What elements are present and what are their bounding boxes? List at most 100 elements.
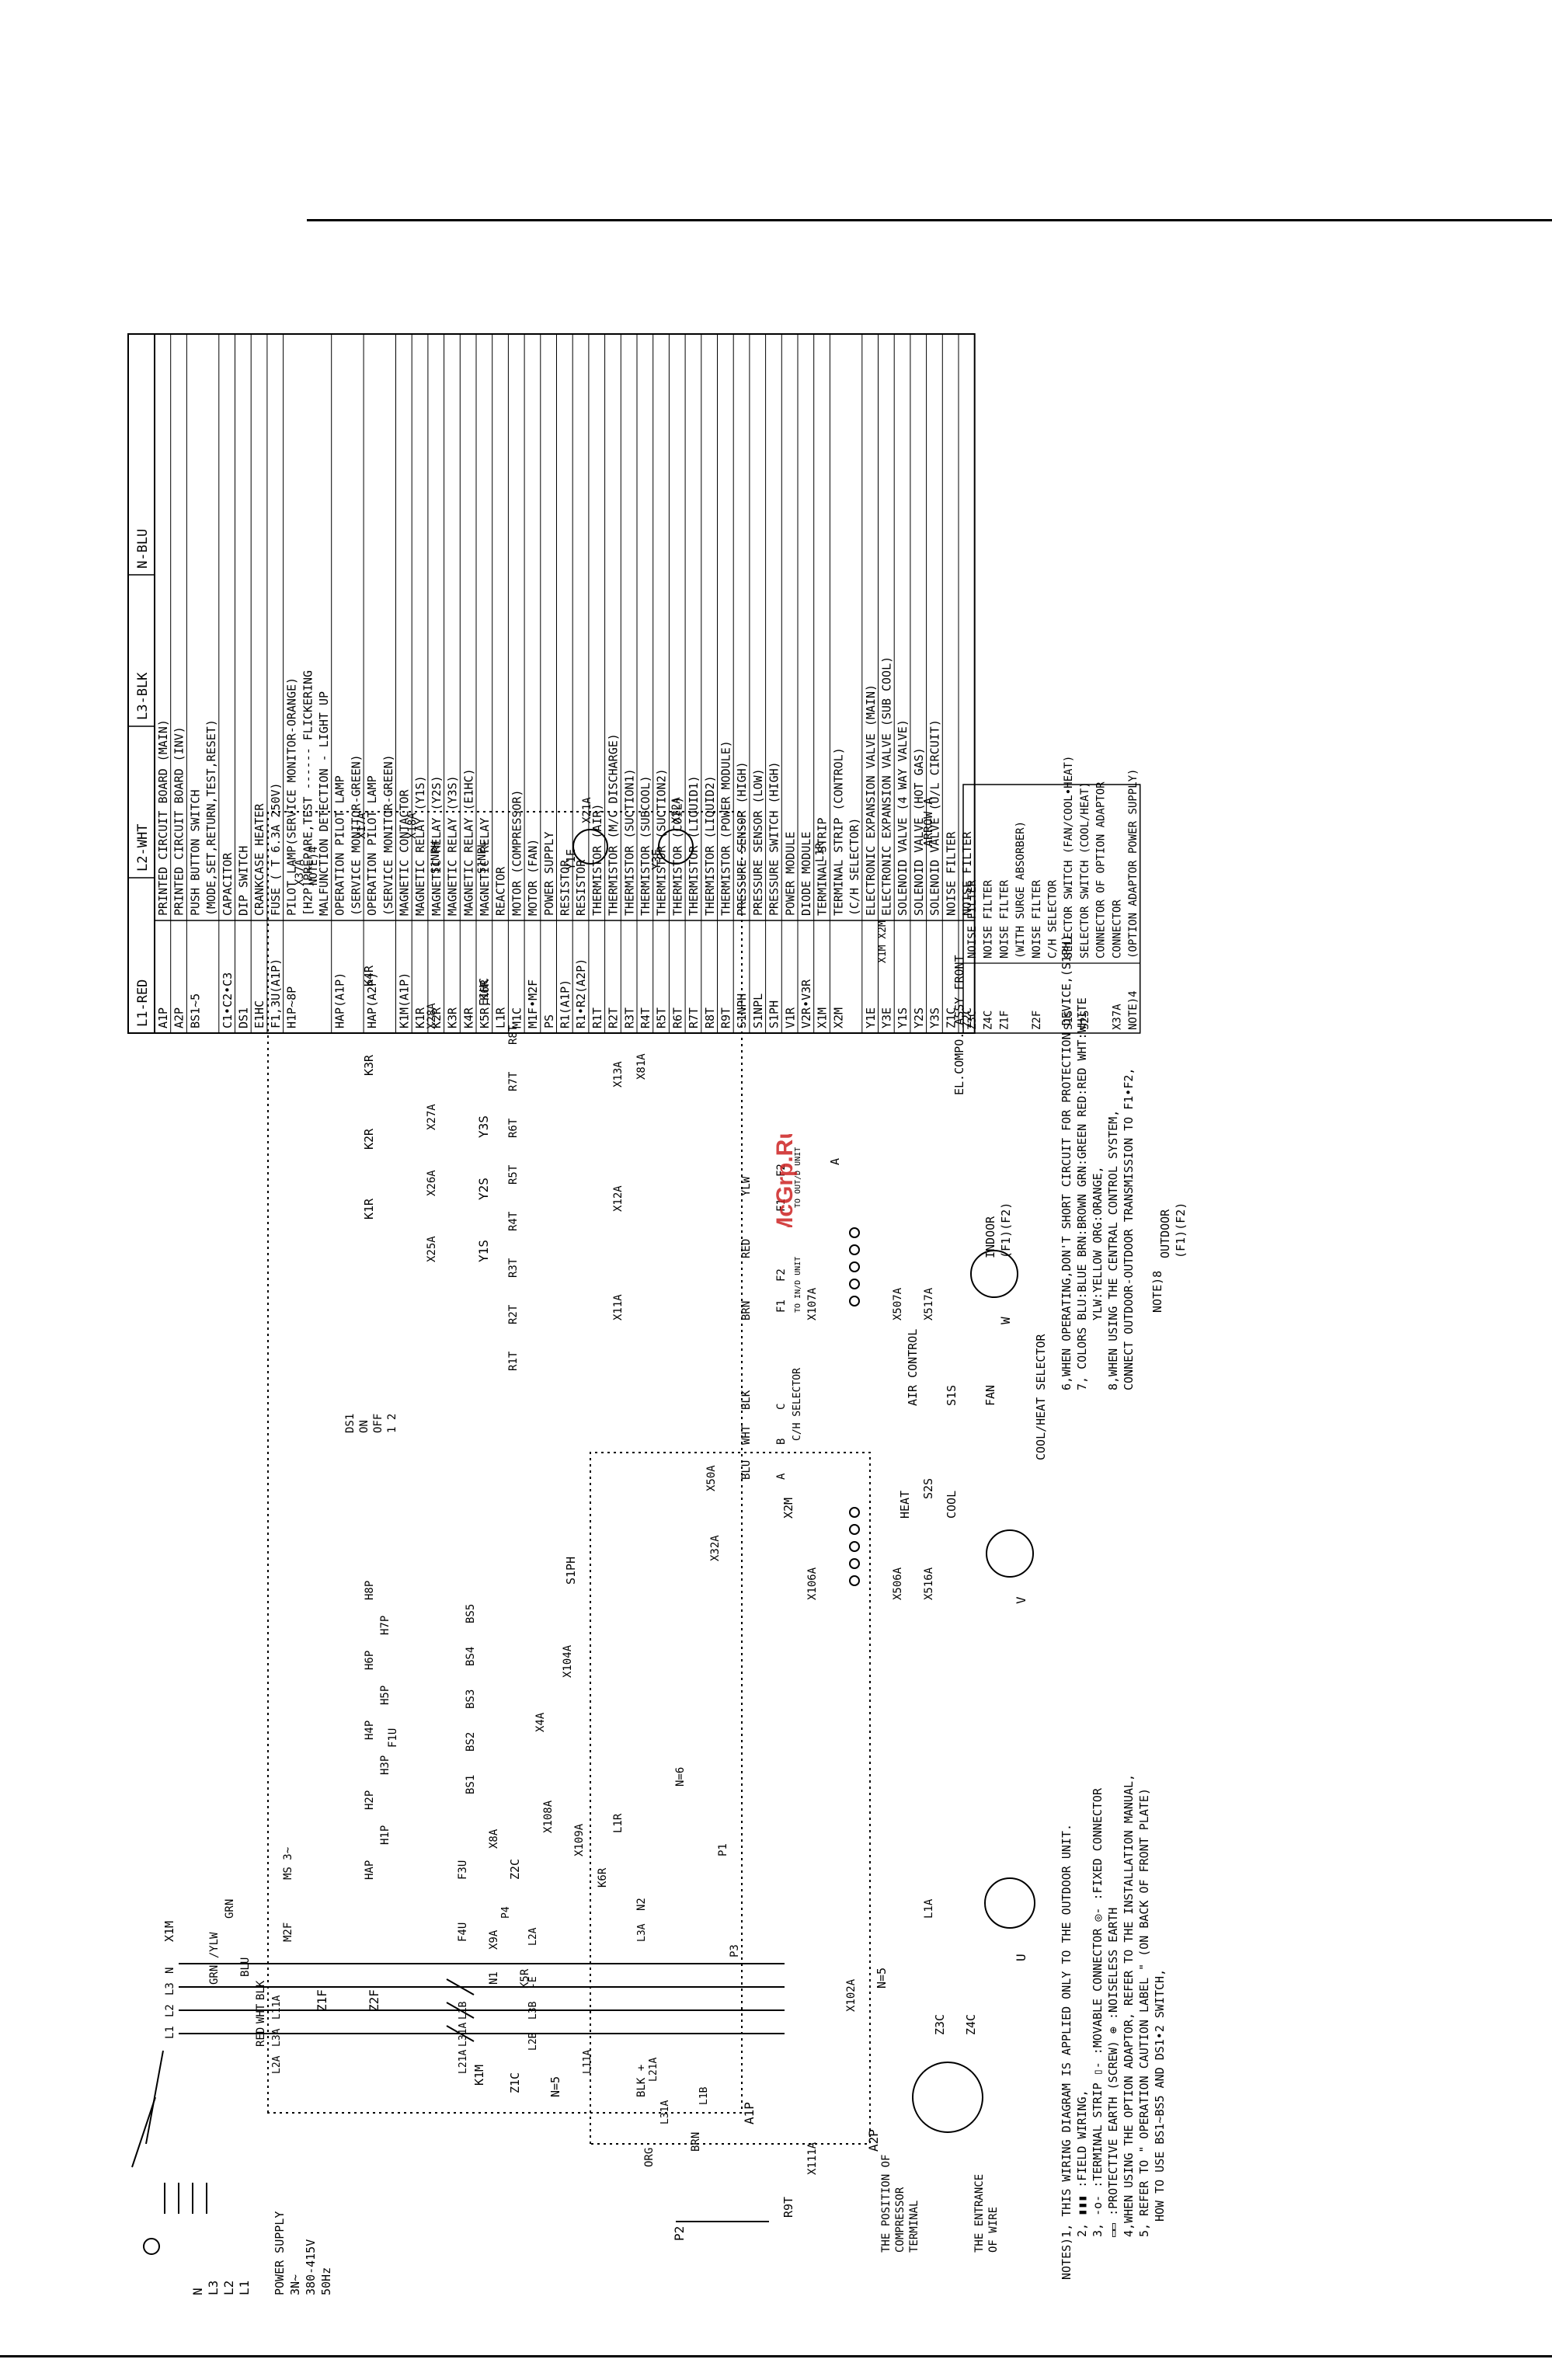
note-line: 5, REFER TO " OPERATION CAUTION LABEL " … xyxy=(1137,1788,1151,2237)
power-cable xyxy=(131,2096,156,2168)
legend-desc: CAPACITOR xyxy=(221,852,235,916)
legend-desc: (SERVICE MONITOR-GREEN) xyxy=(349,754,363,916)
thermistor-label: R2T xyxy=(507,1304,520,1324)
earth-terminal xyxy=(143,2238,160,2255)
legend-code: L1R xyxy=(494,1007,508,1028)
legend2-code: Z1F xyxy=(998,1011,1011,1030)
legend2-desc: (WITH SURGE ABSORBER) xyxy=(1014,821,1027,959)
terminal-label: L3B xyxy=(527,2001,539,2020)
legend2-code: NOTE)4 xyxy=(1127,990,1140,1030)
terminal-label: -E xyxy=(527,1976,539,1989)
x111a-label: X111A xyxy=(806,2142,819,2175)
legend-header-cell: L1-RED xyxy=(135,979,151,1027)
legend2-desc: SELECTOR SWITCH (FAN/COOL•HEAT) xyxy=(1063,756,1075,959)
legend-desc: THERMISTOR (SUCTION1) xyxy=(622,768,636,916)
power-line-label: L1 xyxy=(237,2281,252,2295)
legend-desc: CRANKCASE HEATER xyxy=(252,803,266,916)
terminal-label: L2B xyxy=(527,2032,539,2051)
pin xyxy=(849,1558,860,1569)
pilot-lamp-label: H7P xyxy=(379,1616,391,1635)
entrance-text: OF WIRE xyxy=(987,2207,1000,2253)
legend-desc: PRINTED CIRCUIT BOARD (INV) xyxy=(172,726,186,916)
terminal-label: L2A xyxy=(271,2055,283,2074)
legend-desc: TERMINAL STRIP (CONTROL) xyxy=(831,747,845,916)
z4c-label: Z4C xyxy=(964,2014,978,2035)
x2m-wire-color: WHT xyxy=(740,1425,753,1445)
wire-color-label: BRN xyxy=(690,2132,702,2152)
note-line: NOTES)1, THIS WIRING DIAGRAM IS APPLIED … xyxy=(1060,1824,1074,2280)
legend-desc: RESISTOR xyxy=(559,859,572,916)
compressor-position-text: THE POSITION OF xyxy=(880,2155,893,2253)
legend2-desc: NOISE FILTER xyxy=(983,879,995,959)
legend-code: R2T xyxy=(607,1007,621,1028)
button-label: BS1 xyxy=(465,1775,477,1794)
s1s-label: S1S xyxy=(945,1385,959,1406)
outdoor-label: (F1)(F2) xyxy=(1174,1202,1188,1258)
legend-code: K3R xyxy=(446,1007,460,1028)
ds1-label: ON xyxy=(358,1420,371,1433)
legend-code: HAP(A1P) xyxy=(333,973,347,1028)
compressor-position-text: TERMINAL xyxy=(908,2201,920,2253)
x1m-terminal-label: L2 xyxy=(164,2004,176,2017)
k1m-label: K1M xyxy=(472,2065,486,2086)
v3r-label: N=6 xyxy=(674,1767,687,1787)
x12a-label: X12A xyxy=(612,1185,625,1212)
legend-code: Y3E xyxy=(880,1007,894,1028)
n5-label: P4 xyxy=(500,1906,512,1919)
legend-desc: DIODE MODULE xyxy=(799,832,813,916)
y1e-valve xyxy=(572,829,608,865)
note8-label: NOTE)8 xyxy=(1150,1271,1164,1313)
terminal-label: L11A xyxy=(271,1996,283,2020)
n-label: P3 xyxy=(729,1944,741,1957)
x21a-label: X21A xyxy=(581,797,593,823)
s1nph-label: S1NPH xyxy=(430,841,442,874)
legend-desc: MAGNETIC CONTACTOR xyxy=(398,788,412,916)
legend-code: R4T xyxy=(639,1007,652,1028)
legend2-code: X37A xyxy=(1111,1004,1123,1030)
legend-desc: TERMINAL STRIP xyxy=(816,818,830,916)
pin xyxy=(849,1524,860,1535)
pin xyxy=(849,1279,860,1289)
legend-desc: OPERATION PILOT LAMP xyxy=(333,775,347,916)
x8a-label: X8A xyxy=(488,1828,500,1849)
thermistor-label: R4T xyxy=(507,1211,520,1231)
terminal-label: L21A xyxy=(458,2050,469,2074)
x1m-terminal-label: N xyxy=(164,1968,176,1974)
legend-desc: POWER MODULE xyxy=(783,832,797,916)
x1m-x2m-label: X1M X2M xyxy=(877,920,889,963)
button-label: BS4 xyxy=(465,1647,477,1666)
legend-desc: PILOT LAMP(SERVICE MONITOR-ORANGE) xyxy=(285,677,299,916)
x516a-label: X516A xyxy=(923,1567,935,1600)
r1b-label: N2 xyxy=(635,1898,648,1911)
e-label: M2F xyxy=(282,1922,294,1942)
wire-color-label: ORG xyxy=(643,2148,656,2167)
k5r-label: K5R xyxy=(519,1968,531,1989)
x507a-label: X507A xyxy=(892,1287,904,1320)
legend-code: X2M xyxy=(831,1007,845,1028)
legend2-desc: SELECTOR SWITCH (COOL/HEAT) xyxy=(1079,781,1091,959)
a1p-board xyxy=(267,811,743,2114)
z3c-label: Z3C xyxy=(933,2014,947,2035)
legend-desc: FUSE ( T 6.3A 250V) xyxy=(269,782,283,916)
power-supply-label: POWER SUPPLY xyxy=(273,2211,287,2295)
arrow-a-label: ARROW A xyxy=(921,798,935,847)
legend-desc: MAGNETIC RELAY (Y3S) xyxy=(446,775,460,916)
solenoid-label: Y1S xyxy=(476,1240,491,1262)
legend-desc: MAGNETIC RELAY (Y1S) xyxy=(413,775,427,916)
legend-desc: MOTOR (FAN) xyxy=(526,839,540,916)
f3u-label: F3U xyxy=(457,1860,469,1880)
x37a-label: X37A xyxy=(294,859,306,886)
x2m-terminal: F1 xyxy=(775,1300,788,1313)
legend-code: BS1~5 xyxy=(188,993,202,1028)
power-cable xyxy=(145,2050,164,2145)
legend-desc: THERMISTOR (POWER MODULE) xyxy=(719,740,733,916)
circuit-drawing xyxy=(131,811,1035,2255)
note-line: 8,WHEN USING THE CENTRAL CONTROL SYSTEM, xyxy=(1106,1110,1120,1390)
wire xyxy=(446,2002,475,2019)
x11a-label: X11A xyxy=(612,1294,625,1320)
pin xyxy=(849,1244,860,1255)
note-line: 3, -o- :TERMINAL STRIP ▯- :MOVABLE CONNE… xyxy=(1091,1787,1105,2237)
legend-code: F1,3U(A1P) xyxy=(269,959,283,1028)
legend-code: E1HC xyxy=(252,1000,266,1028)
x17a-label: X17A xyxy=(356,812,368,839)
